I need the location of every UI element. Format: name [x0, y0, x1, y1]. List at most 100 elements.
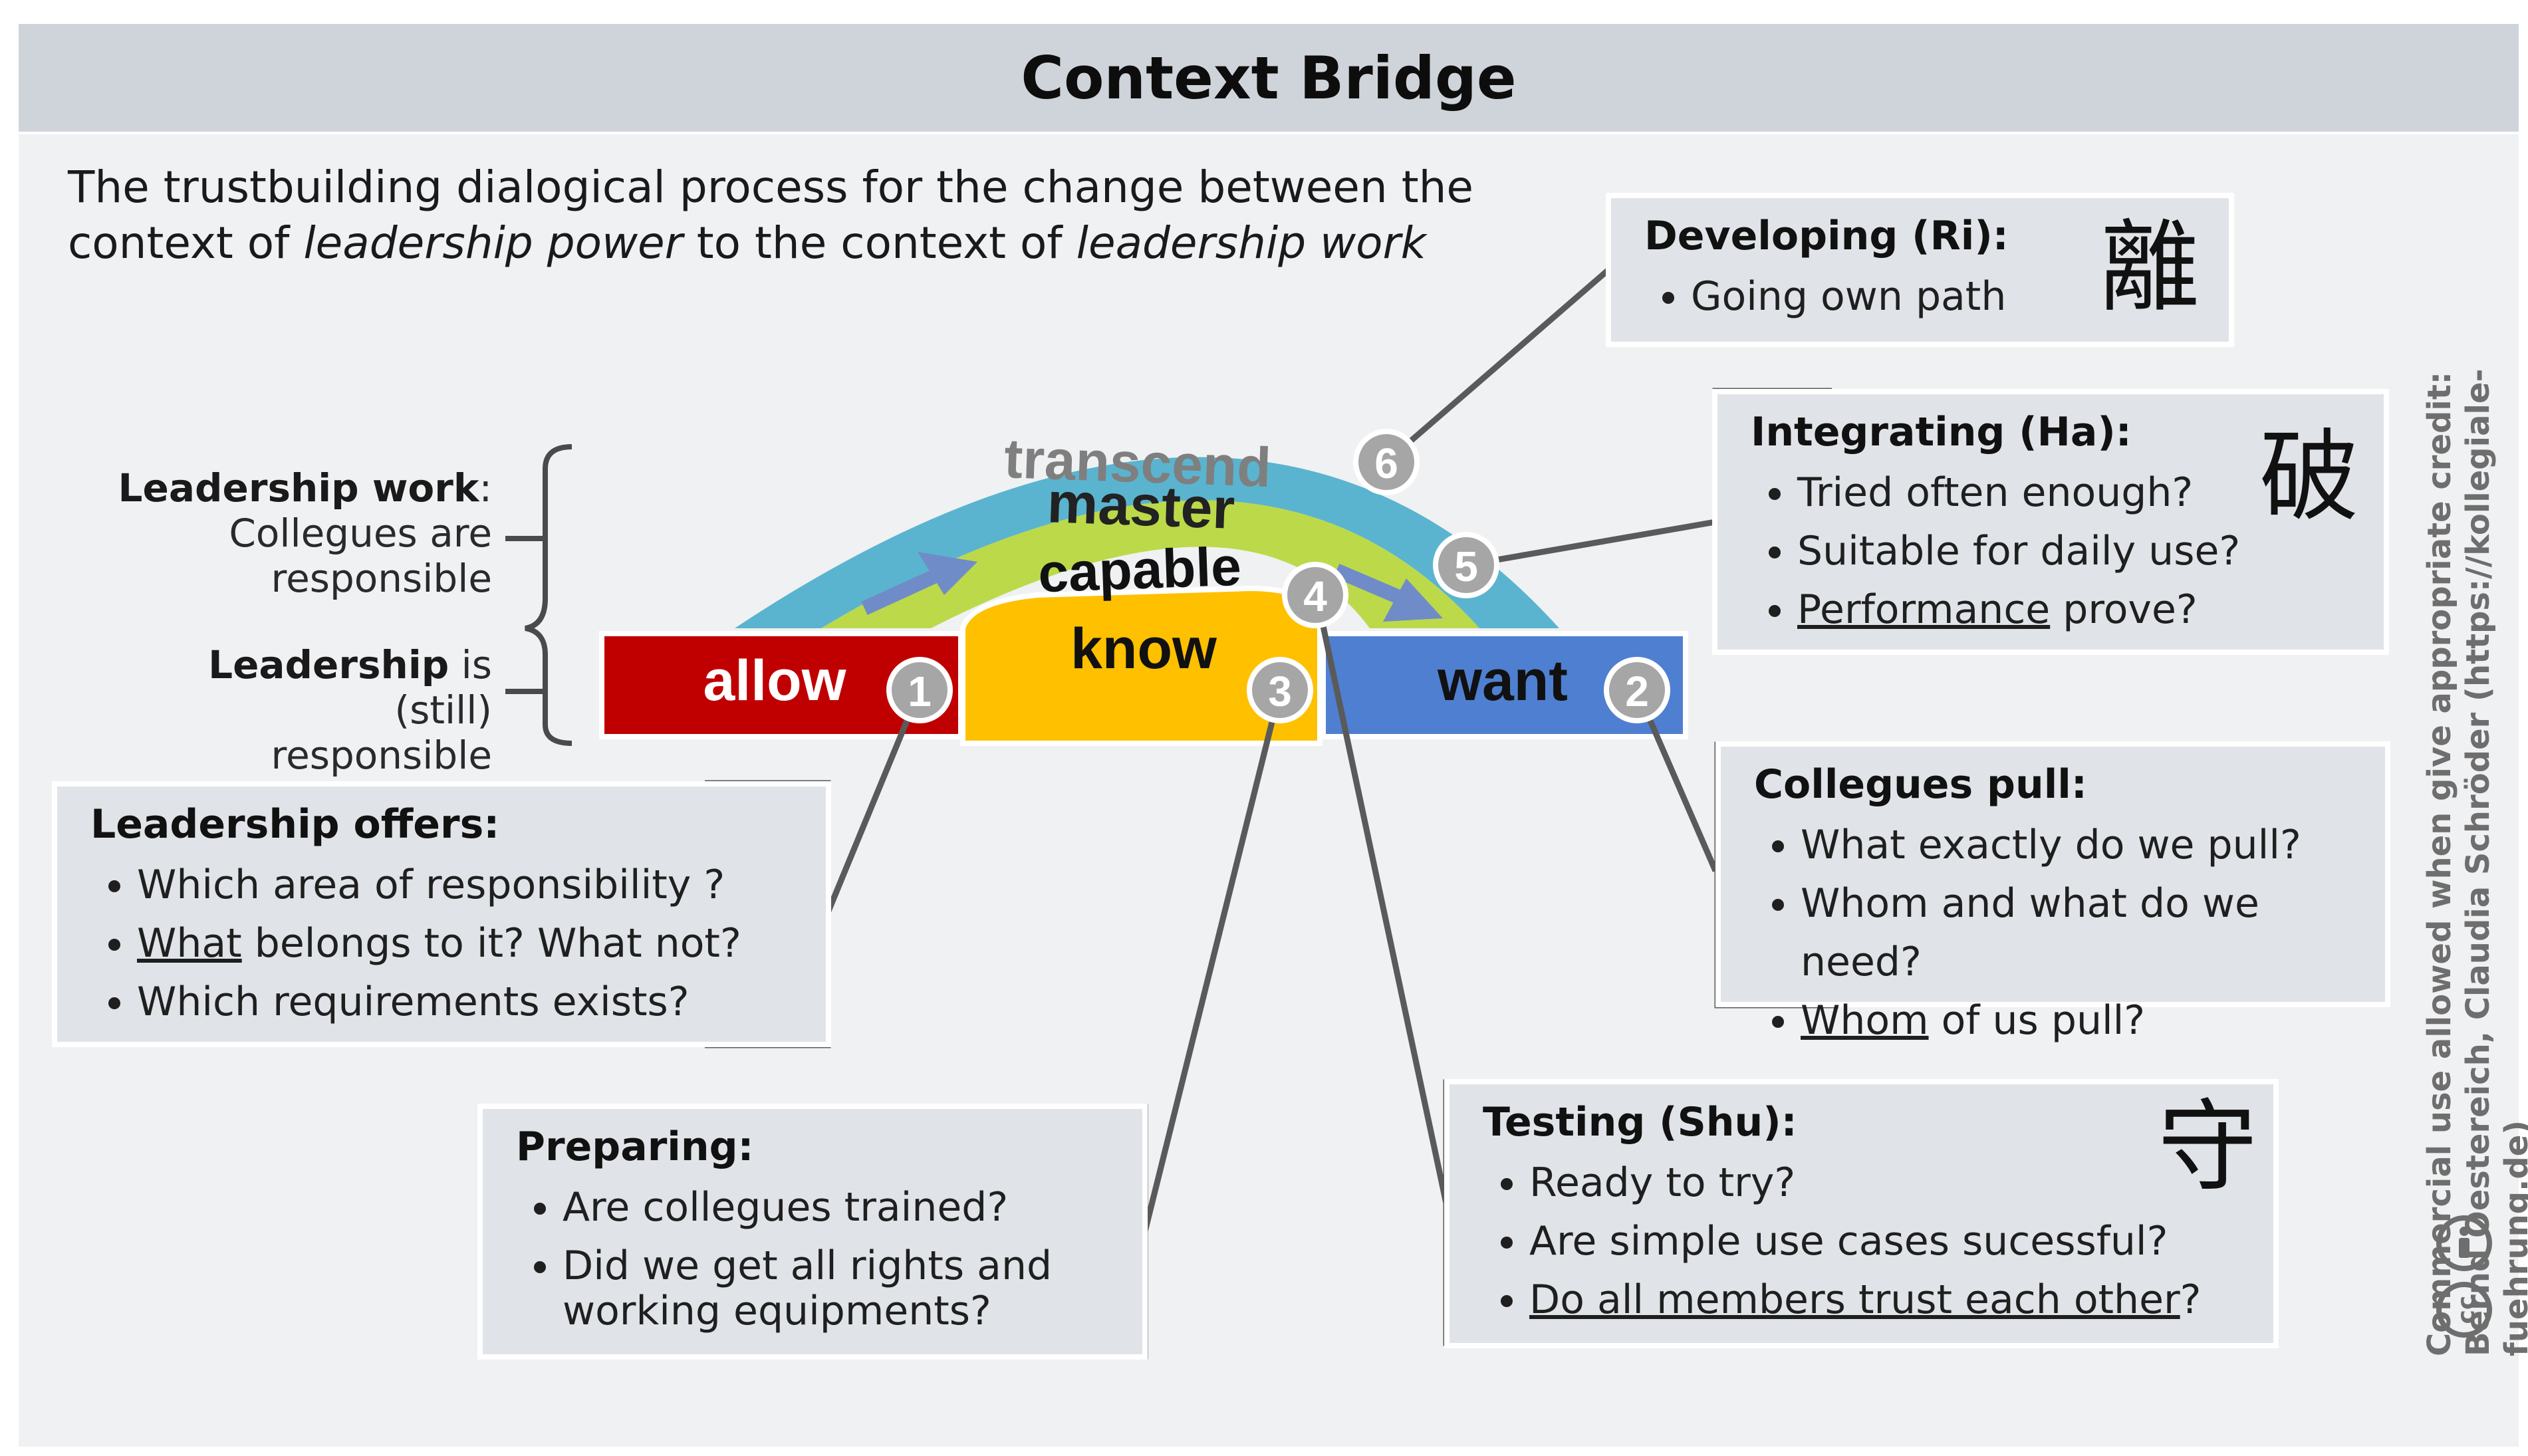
capable-arc	[821, 500, 1479, 628]
box-preparing: Preparing: Are collegues trained? Did we…	[477, 1104, 1148, 1360]
box-list: Going own path	[1644, 267, 2196, 326]
list-item: Which requirements exists?	[137, 973, 793, 1031]
title-bar: Context Bridge	[19, 24, 2519, 134]
box-list: Ready to try? Are simple use cases suces…	[1483, 1153, 2240, 1329]
box-title: Leadership offers:	[90, 801, 500, 848]
side-label-leadership-work: Leadership work: Collegues are responsib…	[100, 465, 492, 601]
box-developing: Developing (Ri): Going own path 離	[1606, 193, 2234, 347]
arrow-head	[918, 552, 977, 595]
list-item-text: belongs to it? What not?	[241, 920, 741, 967]
connector-5	[1465, 519, 1716, 568]
stage-label-master: master	[1046, 471, 1235, 541]
side-label-leadership-power: Leadership is (still) responsible	[100, 642, 492, 778]
subtitle: The trustbuilding dialogical process for…	[68, 160, 1564, 271]
connector-3	[1140, 689, 1283, 1238]
side-label-line: Leadership is (still)	[100, 642, 492, 733]
box-list: Which area of responsibility ? What belo…	[90, 856, 793, 1031]
side-label-bold: Leadership	[208, 642, 449, 687]
list-item: What exactly do we pull?	[1801, 816, 2352, 874]
box-leadership-offers: Leadership offers: Which area of respons…	[52, 781, 831, 1047]
list-item: Do all members trust each other?	[1529, 1271, 2240, 1329]
badge-2: 2	[1604, 657, 1670, 723]
cc-icon: cc	[2436, 1282, 2492, 1338]
page-title: Context Bridge	[1021, 43, 1517, 112]
badge-1: 1	[886, 657, 953, 723]
side-label-bold: Leadership work	[118, 465, 479, 511]
side-label-line: Collegues are	[229, 511, 492, 556]
box-title: Collegues pull:	[1754, 761, 2087, 808]
badge-number: 5	[1454, 543, 1478, 590]
arrow-head	[1383, 578, 1443, 622]
box-list: What exactly do we pull? Whom and what d…	[1754, 816, 2352, 1050]
box-collegues-pull: Collegues pull: What exactly do we pull?…	[1715, 741, 2390, 1044]
list-item: Whom of us pull?	[1801, 991, 2352, 1050]
badge-number: 1	[908, 667, 932, 715]
stage-label-allow: allow	[703, 649, 846, 713]
badge-number: 4	[1303, 572, 1327, 620]
connector-6	[1384, 267, 1611, 465]
underlined-text: Do all members trust each other	[1529, 1276, 2180, 1323]
credit-line: Bernd Oestereich, Claudia Schröder (http…	[2460, 368, 2528, 1356]
list-item: Ready to try?	[1529, 1153, 2240, 1212]
kanji-shu-icon: 守	[2158, 1090, 2258, 1205]
list-item: Which area of responsibility ?	[137, 856, 793, 914]
box-title: Integrating (Ha):	[1751, 409, 2132, 455]
underlined-text: Whom	[1801, 997, 1929, 1044]
side-label-line: responsible	[271, 733, 492, 778]
list-item: Whom and what do we need?	[1801, 874, 2352, 991]
box-testing: Testing (Shu): Ready to try? Are simple …	[1444, 1079, 2279, 1348]
box-title: Testing (Shu):	[1483, 1099, 1797, 1146]
badge-number: 2	[1625, 667, 1649, 715]
badge-number: 6	[1374, 439, 1398, 487]
kanji-ha-icon: 破	[2259, 420, 2360, 535]
list-item: Going own path	[1691, 267, 2196, 326]
box-title: Preparing:	[516, 1124, 754, 1170]
license-icons: cc	[2431, 1210, 2497, 1359]
side-label-text: :	[479, 465, 492, 511]
box-title: Developing (Ri):	[1644, 213, 2009, 259]
master-arc	[735, 457, 1559, 628]
credit-text: Commercial use allowed when give appropr…	[2420, 160, 2528, 1356]
list-item-text: prove?	[2050, 586, 2198, 633]
stage-label-transcend: transcend	[1003, 427, 1273, 499]
list-item: Suitable for daily use?	[1797, 522, 2350, 580]
connector-1	[822, 689, 923, 919]
badge-4: 4	[1282, 562, 1348, 628]
box-list: Tried often enough? Suitable for daily u…	[1751, 463, 2350, 639]
list-item: What belongs to it? What not?	[137, 914, 793, 973]
stage-label-know: know	[1071, 617, 1217, 681]
list-item-text: ?	[2180, 1276, 2202, 1323]
connector-4	[1313, 594, 1450, 1204]
kanji-ri-icon: 離	[2100, 210, 2200, 326]
subtitle-emphasis-power: leadership power	[303, 217, 683, 269]
list-item: Are simple use cases sucessful?	[1529, 1212, 2240, 1271]
credit-line: Commercial use allowed when give appropr…	[2421, 372, 2458, 1356]
badge-number: 3	[1268, 667, 1292, 715]
brace-work	[525, 444, 572, 746]
side-label-text: is (still)	[394, 642, 492, 733]
underlined-text: Performance	[1797, 586, 2051, 633]
stage-label-want: want	[1437, 649, 1568, 713]
list-item: Performance prove?	[1797, 580, 2350, 639]
arrow-allow-to-capable	[861, 565, 948, 615]
underlined-text: What	[137, 920, 242, 967]
side-label-line: responsible	[271, 556, 492, 601]
subtitle-text: context of	[68, 217, 304, 269]
subtitle-line-2: context of leadership power to the conte…	[68, 215, 1564, 271]
list-item-text: of us pull?	[1928, 997, 2146, 1044]
allow-block	[599, 631, 963, 739]
stage-label-capable: capable	[1037, 537, 1242, 604]
list-item: Did we get all rights and working equipm…	[563, 1237, 1068, 1334]
svg-text:cc: cc	[2453, 1296, 2480, 1324]
subtitle-text: to the context of	[682, 217, 1076, 269]
badge-6: 6	[1353, 429, 1420, 495]
side-label-line: Leadership work:	[100, 465, 492, 511]
list-item: Tried often enough?	[1797, 463, 2350, 522]
list-item: Are collegues trained?	[563, 1178, 1109, 1237]
box-list: Are collegues trained? Did we get all ri…	[516, 1178, 1109, 1334]
badge-3: 3	[1247, 657, 1313, 723]
badge-5: 5	[1433, 532, 1499, 598]
subtitle-emphasis-work: leadership work	[1076, 217, 1426, 269]
subtitle-line-1: The trustbuilding dialogical process for…	[68, 162, 1474, 213]
